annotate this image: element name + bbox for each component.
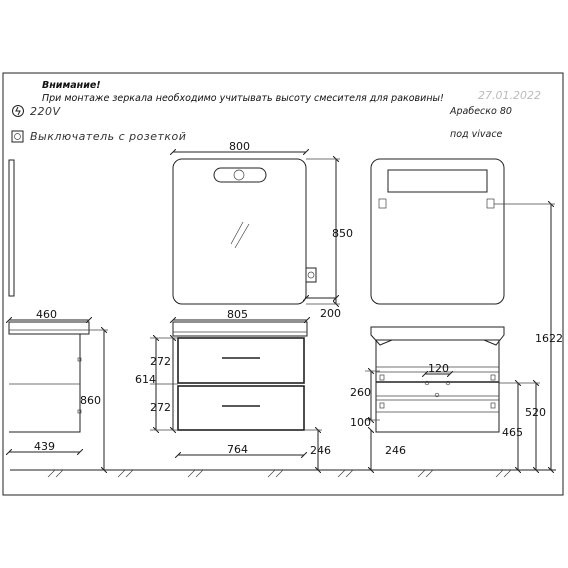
power-label: 220V — [30, 105, 61, 118]
cabinet-front — [172, 321, 308, 431]
dim-mirror-width: 800 — [229, 140, 250, 153]
dim-mirror-depth: 200 — [320, 307, 341, 320]
dim-rear-260: 260 — [350, 386, 371, 399]
mirror-rear — [370, 158, 505, 305]
dim-rear-465: 465 — [502, 426, 523, 439]
switch-label: Выключатель с розеткой — [30, 130, 186, 143]
date-label: 27.01.2022 — [478, 89, 541, 102]
sink-label: под vivace — [450, 129, 503, 140]
dim-side-depth-bottom: 439 — [34, 440, 55, 453]
cabinet-rear — [370, 326, 505, 433]
dim-rear-100: 100 — [350, 416, 371, 429]
dim-mirror-height: 850 — [332, 227, 353, 240]
dim-leg-front: 246 — [310, 444, 331, 457]
dim-pipe-spacing: 120 — [428, 362, 449, 375]
power-icon — [12, 105, 24, 117]
dim-base-width: 764 — [227, 443, 248, 456]
dim-drawer-bottom: 272 — [150, 401, 171, 414]
mirror-power-icon — [233, 169, 245, 181]
warning-title: Внимание! — [42, 80, 101, 91]
mirror-front — [172, 158, 317, 305]
side-view — [8, 159, 90, 433]
switch-socket-icon — [11, 130, 24, 143]
model-label: Арабеско 80 — [449, 106, 512, 117]
drawing-frame — [2, 72, 564, 496]
dim-total-height: 1622 — [535, 332, 563, 345]
dim-cabinet-width: 805 — [227, 308, 248, 321]
dim-cabinet-height: 614 — [135, 373, 156, 386]
dim-rear-246: 246 — [385, 444, 406, 457]
mirror-switch-icon — [305, 267, 317, 283]
dim-side-depth-top: 460 — [36, 308, 57, 321]
dim-side-height: 860 — [80, 394, 101, 407]
warning-line: При монтаже зеркала необходимо учитывать… — [42, 93, 444, 104]
dim-rear-520: 520 — [525, 406, 546, 419]
dim-drawer-top: 272 — [150, 355, 171, 368]
floor-line — [10, 469, 556, 478]
